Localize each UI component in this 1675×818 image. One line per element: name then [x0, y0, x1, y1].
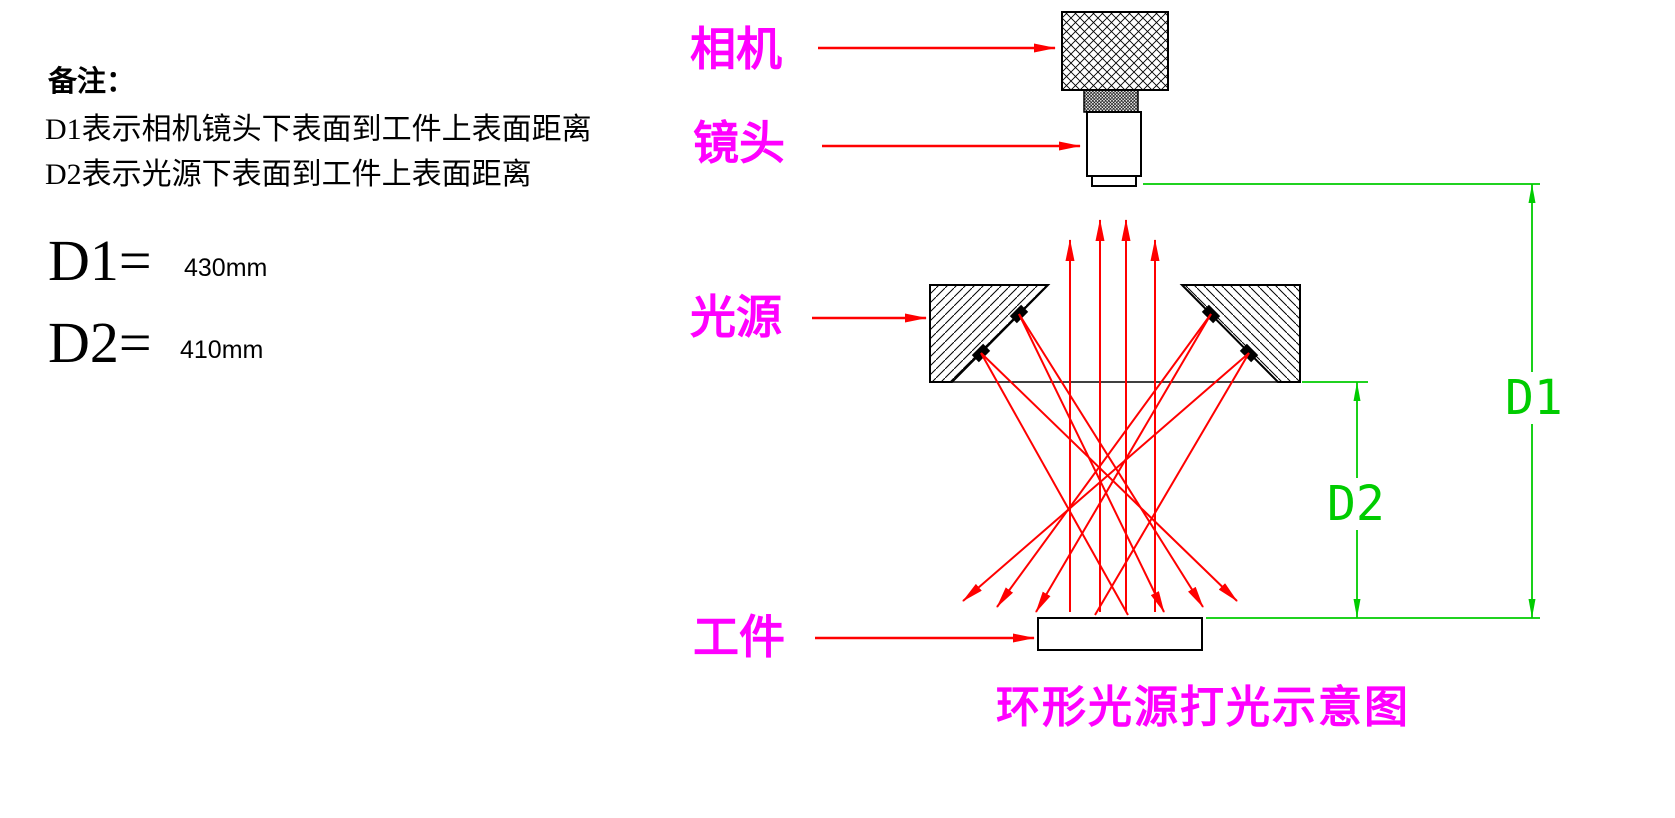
camera-body: [1061, 11, 1169, 91]
d2-dimension-label: D2: [1326, 476, 1386, 532]
ring-light-body: [929, 284, 1301, 383]
d2-equals-label: D2=: [48, 310, 152, 375]
camera-label: 相机: [690, 23, 782, 75]
note-line-d2: D2表示光源下表面到工件上表面距离: [45, 158, 532, 191]
light-source-label: 光源: [690, 291, 782, 343]
workpiece-label: 工件: [693, 611, 785, 663]
d1-value: 430mm: [184, 254, 268, 282]
diagram-title: 环形光源打光示意图: [996, 683, 1410, 732]
workpiece-body: [1037, 617, 1203, 651]
label-arrows: [812, 43, 1081, 643]
light-rays: [962, 219, 1250, 616]
notes-heading: 备注：: [48, 66, 136, 98]
note-line-d1: D1表示相机镜头下表面到工件上表面距离: [45, 113, 592, 146]
lens-label: 镜头: [693, 117, 785, 169]
d2-value: 410mm: [180, 336, 264, 364]
led-chips: [971, 304, 1259, 363]
dimension-lines: [1143, 183, 1540, 619]
lens-body: [1083, 89, 1142, 187]
d1-dimension-label: D1: [1504, 370, 1564, 426]
d1-equals-label: D1=: [48, 228, 152, 293]
